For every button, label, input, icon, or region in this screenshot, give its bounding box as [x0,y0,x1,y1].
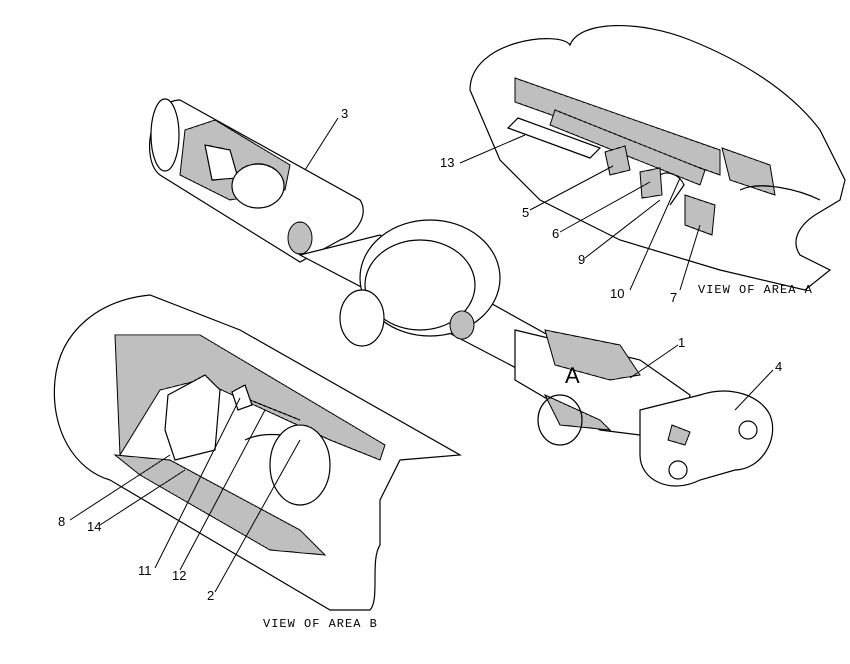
callout-2: 2 [207,588,214,603]
callout-4: 4 [775,359,782,374]
callout-5: 5 [522,205,529,220]
callout-7: 7 [670,290,677,305]
callout-6: 6 [552,226,559,241]
view-area-a-detail [469,25,846,291]
view-area-b-detail [53,294,462,611]
callout-14: 14 [87,519,101,534]
caption-view-area-b: VIEW OF AREA B [263,617,378,631]
callout-3: 3 [341,106,348,121]
caption-view-area-a: VIEW OF AREA A [698,283,813,297]
callout-8: 8 [58,514,65,529]
callout-12: 12 [172,568,186,583]
area-a-marker: A [565,363,580,388]
leader-lines [69,117,774,593]
callout-1: 1 [678,335,685,350]
callout-13: 13 [440,155,454,170]
callout-9: 9 [578,252,585,267]
main-shaft-assembly [149,98,774,487]
callout-10: 10 [610,286,624,301]
area-b-marker: B [250,176,265,201]
callout-11: 11 [138,563,152,578]
